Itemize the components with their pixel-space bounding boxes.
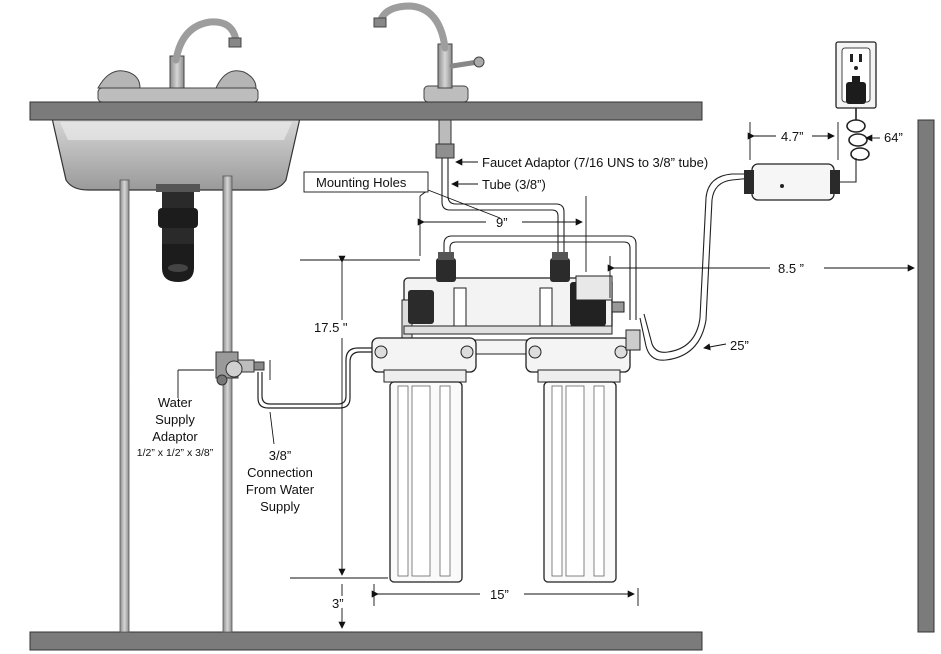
water-supply-adaptor-valve (215, 351, 265, 386)
dimension-9-label: 9” (496, 215, 508, 230)
wall (917, 119, 935, 633)
sink-faucet (97, 18, 259, 103)
connection-line-4: Supply (260, 499, 300, 514)
connection-line-3: From Water (246, 482, 315, 497)
dimension-25-label: 25” (730, 338, 749, 353)
sink (51, 117, 301, 191)
mounting-holes-label: Mounting Holes (316, 175, 407, 190)
supply-pipe-right (222, 175, 233, 633)
water-supply-adaptor-size: 1/2” x 1/2” x 3/8” (137, 447, 214, 459)
water-supply-adaptor-label: Water Supply Adaptor 1/2” x 1/2” x 3/8” (137, 395, 214, 459)
dimension-lines (177, 122, 915, 629)
water-supply-adaptor-line-1: Water (158, 395, 193, 410)
electrical-outlet (835, 41, 877, 109)
dimension-17-5-label: 17.5 " (314, 320, 348, 335)
water-supply-adaptor-line-2: Supply (155, 412, 195, 427)
power-cable (639, 177, 753, 361)
faucet-adaptor-label: Faucet Adaptor (7/16 UNS to 3/8” tube) (482, 155, 708, 170)
filter-housing-2 (525, 337, 631, 583)
connection-line-2: Connection (247, 465, 313, 480)
supply-tube (257, 351, 382, 409)
dimension-3-label: 3” (332, 596, 344, 611)
supply-pipe-left (119, 179, 130, 633)
filter-housing-1 (371, 337, 477, 583)
water-supply-adaptor-line-3: Adaptor (152, 429, 198, 444)
dimension-8-5-label: 8.5 ” (778, 261, 804, 276)
connection-line-1: 3/8” (269, 448, 291, 463)
filter-loop-tube (443, 235, 637, 320)
dimension-15-label: 15” (490, 587, 509, 602)
dimension-4-7-label: 4.7” (781, 129, 803, 144)
dimension-64-label: 64” (884, 130, 903, 145)
tube-label: Tube (3/8”) (482, 177, 546, 192)
faucet-tube (435, 119, 565, 262)
ballast (744, 163, 840, 201)
drain-pipe (156, 184, 200, 282)
connection-label: 3/8” Connection From Water Supply (246, 448, 315, 514)
uv-head-assembly (401, 252, 625, 341)
coiled-cord (846, 104, 870, 161)
counter-top (29, 101, 703, 121)
drinking-faucet (373, 2, 485, 103)
mounting-holes-box (303, 171, 429, 193)
floor (29, 631, 703, 651)
